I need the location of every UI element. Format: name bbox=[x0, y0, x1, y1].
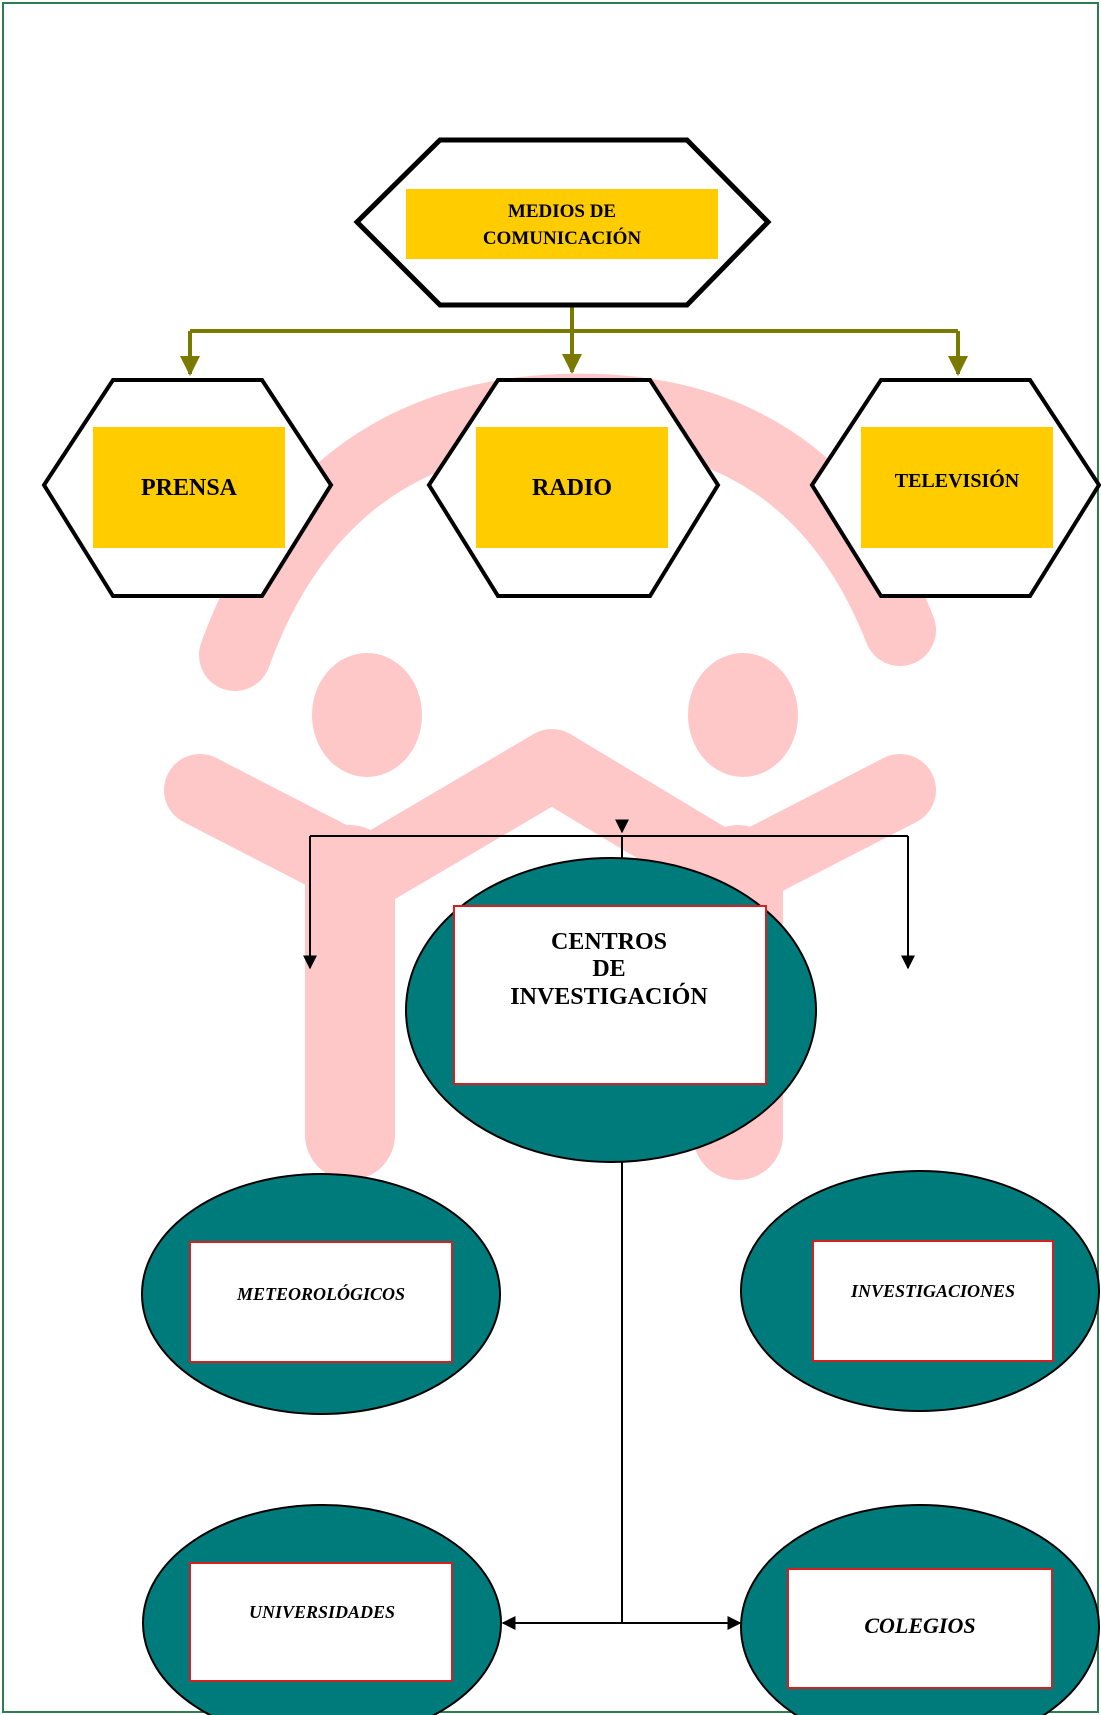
research-child-colegios: COLEGIOS bbox=[740, 1504, 1100, 1715]
media-child-prensa: PRENSA bbox=[41, 378, 334, 598]
colegios-label-box bbox=[787, 1568, 1053, 1689]
radio-label: RADIO bbox=[532, 475, 612, 501]
research-root-label-box bbox=[453, 905, 767, 1085]
universidades-label: UNIVERSIDADES bbox=[249, 1602, 395, 1622]
media-root-line2: COMUNICACIÓN bbox=[483, 227, 642, 249]
prensa-label-box bbox=[93, 427, 285, 548]
research-child-investigaciones: INVESTIGACIONES bbox=[740, 1170, 1100, 1412]
television-label: TELEVISIÓN bbox=[895, 468, 1020, 492]
colegios-label: COLEGIOS bbox=[864, 1613, 975, 1638]
universidades-label-box bbox=[189, 1562, 453, 1682]
media-child-radio: RADIO bbox=[426, 378, 721, 598]
media-connectors bbox=[180, 307, 968, 376]
research-root-node: CENTROS DE INVESTIGACIÓN bbox=[405, 857, 817, 1163]
research-child-universidades: UNIVERSIDADES bbox=[142, 1504, 502, 1715]
media-root-node: MEDIOS DE COMUNICACIÓN bbox=[353, 137, 772, 308]
radio-label-box bbox=[476, 427, 668, 548]
prensa-label: PRENSA bbox=[141, 475, 238, 501]
media-child-television: TELEVISIÓN bbox=[809, 378, 1101, 598]
research-root-line1: CENTROS bbox=[551, 929, 667, 955]
research-root-line2: DE bbox=[592, 956, 625, 982]
media-root-label-box bbox=[406, 189, 718, 259]
meteorologicos-label-box bbox=[189, 1241, 453, 1363]
investigaciones-label-box bbox=[812, 1240, 1054, 1362]
investigaciones-label: INVESTIGACIONES bbox=[850, 1281, 1015, 1301]
media-root-line1: MEDIOS DE bbox=[508, 201, 616, 222]
meteorologicos-label: METEOROLÓGICOS bbox=[236, 1283, 405, 1304]
television-label-box bbox=[861, 427, 1053, 548]
research-root-line3: INVESTIGACIÓN bbox=[510, 983, 708, 1010]
research-child-meteorologicos: METEOROLÓGICOS bbox=[141, 1173, 501, 1415]
